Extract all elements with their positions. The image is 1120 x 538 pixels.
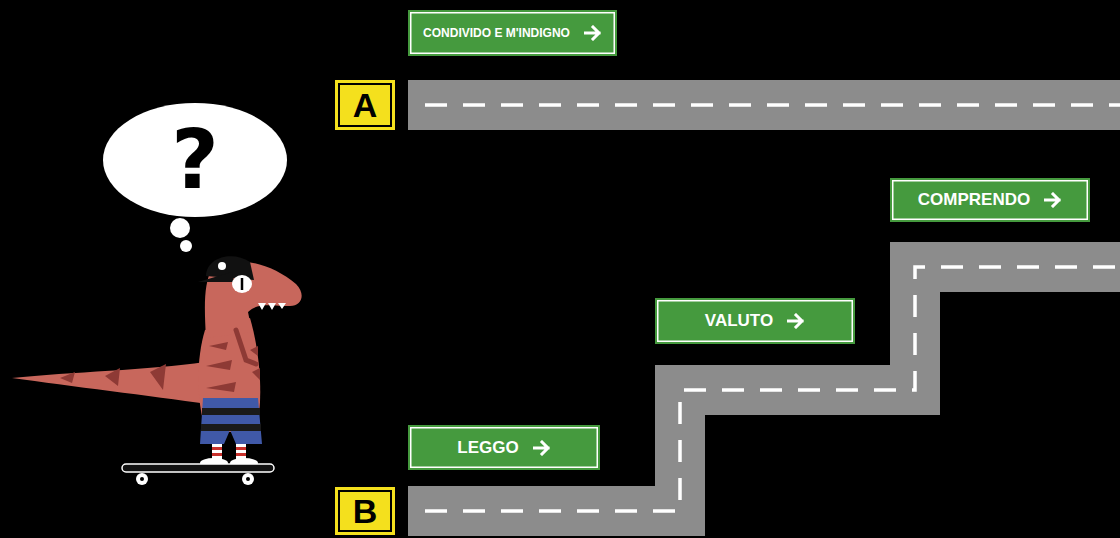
- thought-bubble: ?: [103, 103, 287, 217]
- arrow-icon: [787, 313, 805, 329]
- road-sign: VALUTO: [655, 298, 855, 344]
- sign-label: CONDIVIDO E M'INDIGNO: [423, 26, 570, 40]
- road-sign: CONDIVIDO E M'INDIGNO: [408, 10, 617, 56]
- road-sign: COMPRENDO: [890, 178, 1090, 222]
- sign-label: VALUTO: [705, 311, 773, 331]
- road-dashes: [425, 103, 1120, 107]
- letter-box: A: [335, 80, 395, 130]
- dinosaur: [12, 256, 302, 485]
- question-mark: ?: [171, 119, 219, 201]
- road-dashes: [425, 267, 1120, 511]
- arrow-icon: [533, 440, 551, 456]
- arrow-icon: [584, 25, 602, 41]
- letter-box: B: [335, 487, 395, 535]
- arrow-icon: [1044, 192, 1062, 208]
- road: [408, 80, 1120, 130]
- road: [408, 267, 1120, 511]
- bubble-dot: [180, 240, 192, 252]
- path-letter: B: [353, 494, 378, 528]
- bubble-dot: [170, 218, 190, 238]
- path-letter: A: [353, 88, 378, 122]
- road-sign: LEGGO: [408, 425, 600, 470]
- sign-label: COMPRENDO: [918, 190, 1030, 210]
- sign-label: LEGGO: [457, 438, 518, 458]
